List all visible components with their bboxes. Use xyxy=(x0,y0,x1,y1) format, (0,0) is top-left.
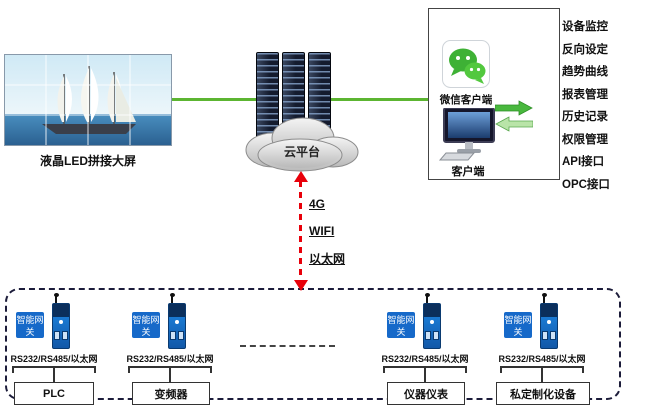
feature-item: 设备监控 xyxy=(562,21,608,33)
feature-item: 趋势曲线 xyxy=(562,66,608,78)
gateway-top xyxy=(541,304,557,317)
cloud-platform-label: 云平台 xyxy=(283,145,320,159)
sailing-ship-image xyxy=(4,54,172,146)
gateway-group-vfd: 智能网关 RS232/RS485/以太网 xyxy=(122,293,218,388)
antenna-icon xyxy=(424,293,430,304)
gateway-interface-label: RS232/RS485/以太网 xyxy=(498,354,586,364)
data-exchange-arrows-icon xyxy=(494,100,534,137)
led-video-wall-image xyxy=(4,54,172,146)
server-rack-icon xyxy=(256,52,331,142)
gateway-label: 智能网关 xyxy=(387,312,415,338)
gateway-top xyxy=(53,304,69,317)
gateway-group-custom: 智能网关 RS232/RS485/以太网 xyxy=(494,293,590,388)
bracket xyxy=(465,366,467,373)
bracket xyxy=(500,366,502,373)
bracket xyxy=(128,366,130,373)
gateway-label: 智能网关 xyxy=(16,312,44,338)
gateway-led xyxy=(175,320,179,324)
gateway-led xyxy=(430,320,434,324)
gateway-device-icon xyxy=(423,293,441,349)
link-server-clients xyxy=(328,98,428,101)
gateway-body xyxy=(52,303,70,349)
feature-item: 历史记录 xyxy=(562,111,608,123)
field-device-zone-frame xyxy=(5,288,621,400)
gateway-label: 智能网关 xyxy=(504,312,532,338)
desktop-client-icon xyxy=(438,107,498,167)
gateway-ports xyxy=(53,331,69,340)
bracket xyxy=(12,366,14,373)
bracket xyxy=(383,366,385,373)
feature-item: 权限管理 xyxy=(562,133,608,146)
gateway-body xyxy=(168,303,186,349)
gateway-device-icon xyxy=(52,293,70,349)
bracket xyxy=(53,366,55,382)
bracket xyxy=(210,366,212,373)
arrow-up-icon xyxy=(294,171,308,182)
more-devices-ellipsis xyxy=(240,345,335,347)
bracket xyxy=(582,366,584,373)
network-link-dashed-line xyxy=(299,181,302,281)
gateway-ports xyxy=(424,331,440,340)
gateway-group-instruments: 智能网关 RS232/RS485/以太网 xyxy=(377,293,473,388)
wechat-icon xyxy=(442,40,490,93)
device-box-plc: PLC xyxy=(14,382,94,405)
wechat-client-label: 微信客户端 xyxy=(439,94,493,106)
feature-item: 报表管理 xyxy=(562,88,608,101)
device-box-custom: 私定制化设备 xyxy=(496,382,590,405)
gateway-body xyxy=(540,303,558,349)
feature-item: 反向设定 xyxy=(562,43,608,56)
cloud-icon xyxy=(243,110,361,179)
link-label-4g: 4G xyxy=(309,197,326,211)
gateway-led xyxy=(547,320,551,324)
device-box-vfd: 变频器 xyxy=(132,382,210,405)
arrow-down-icon xyxy=(294,280,308,291)
gateway-led xyxy=(59,320,63,324)
gateway-device-icon xyxy=(168,293,186,349)
gateway-label: 智能网关 xyxy=(132,312,160,338)
led-wall-caption: 液晶LED拼接大屏 xyxy=(39,154,136,168)
antenna-icon xyxy=(53,293,59,304)
feature-list: 设备监控 反向设定 趋势曲线 报表管理 历史记录 权限管理 API接口 OPC接… xyxy=(562,16,610,196)
bracket xyxy=(541,366,543,382)
desktop-client-label: 客户端 xyxy=(451,166,485,178)
gateway-ports xyxy=(169,331,185,340)
antenna-icon xyxy=(169,293,175,304)
link-label-wifi: WIFI xyxy=(309,224,335,238)
link-ledwall-server xyxy=(172,98,256,101)
gateway-ports xyxy=(541,331,557,340)
bracket xyxy=(94,366,96,373)
gateway-interface-label: RS232/RS485/以太网 xyxy=(126,354,214,364)
bracket xyxy=(424,366,426,382)
gateway-body xyxy=(423,303,441,349)
gateway-top xyxy=(424,304,440,317)
gateway-group-plc: 智能网关 RS232/RS485/以太网 xyxy=(6,293,102,388)
client-panel-frame xyxy=(428,8,560,180)
gateway-interface-label: RS232/RS485/以太网 xyxy=(381,354,469,364)
device-box-instruments: 仪器仪表 xyxy=(387,382,465,405)
bracket xyxy=(169,366,171,382)
link-label-ethernet: 以太网 xyxy=(309,252,346,266)
antenna-icon xyxy=(541,293,547,304)
gateway-device-icon xyxy=(540,293,558,349)
gateway-interface-label: RS232/RS485/以太网 xyxy=(10,354,98,364)
gateway-top xyxy=(169,304,185,317)
feature-item: OPC接口 xyxy=(562,178,610,191)
feature-item: API接口 xyxy=(562,156,605,168)
